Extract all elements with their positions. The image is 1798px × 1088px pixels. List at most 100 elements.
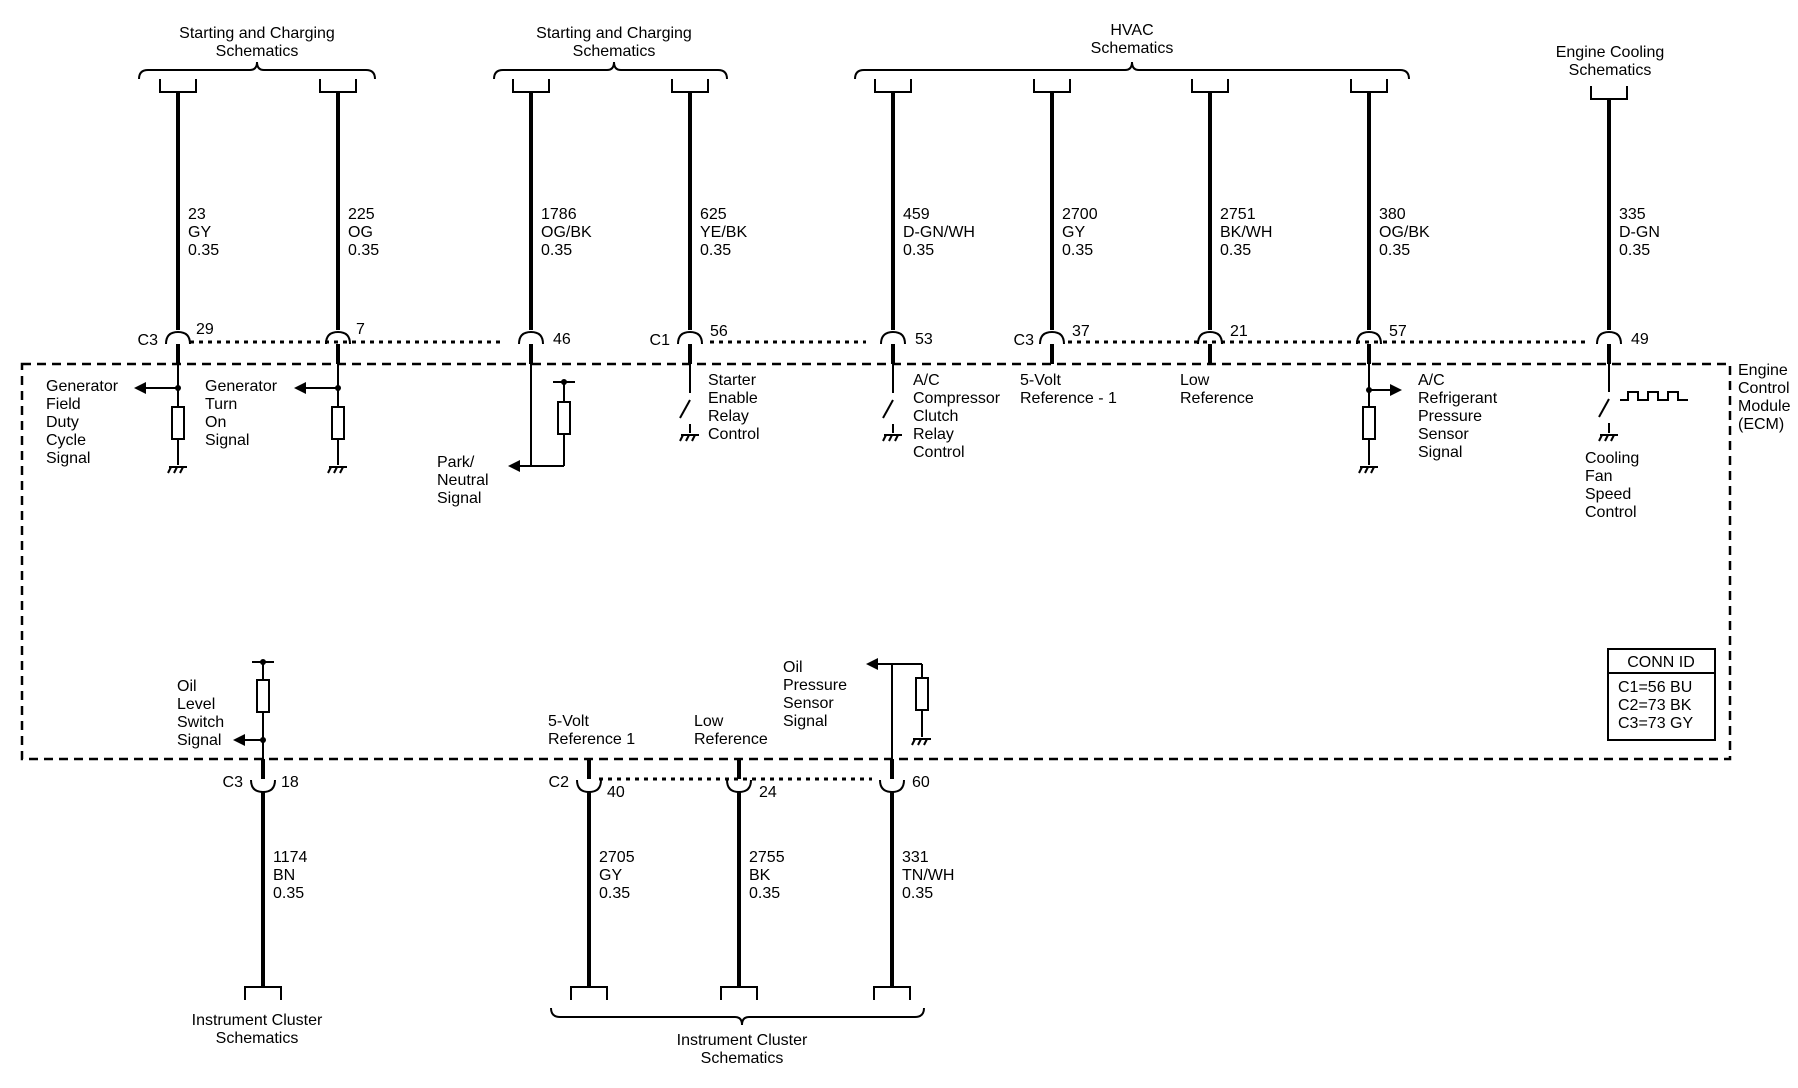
svg-text:Starting and Charging: Starting and Charging <box>536 25 692 42</box>
terminal-socket <box>873 986 911 1000</box>
svg-text:Reference - 1: Reference - 1 <box>1020 390 1117 407</box>
header-instrument-cluster-2: Instrument Cluster Schematics <box>550 1007 925 1067</box>
svg-text:BK/WH: BK/WH <box>1220 224 1272 241</box>
terminal-socket <box>1350 79 1388 93</box>
arrow-left-icon <box>134 382 146 394</box>
svg-text:Oil: Oil <box>783 659 803 676</box>
connector-pin <box>576 779 602 794</box>
svg-text:Refrigerant: Refrigerant <box>1418 390 1498 407</box>
resistor-icon <box>331 406 345 440</box>
svg-text:(ECM): (ECM) <box>1738 416 1784 433</box>
svg-text:Compressor: Compressor <box>913 390 1001 407</box>
svg-text:Level: Level <box>177 696 215 713</box>
resistor-icon <box>915 677 929 711</box>
svg-text:0.35: 0.35 <box>902 885 933 902</box>
svg-text:HVAC: HVAC <box>1110 22 1153 39</box>
svg-text:56: 56 <box>710 323 728 340</box>
arrow-left-icon <box>294 382 306 394</box>
header-brace <box>550 1007 925 1026</box>
header-brace <box>854 61 1410 80</box>
svg-text:Duty: Duty <box>46 414 79 431</box>
svg-text:CONN ID: CONN ID <box>1627 654 1695 671</box>
svg-text:C2=73 BK: C2=73 BK <box>1618 697 1692 714</box>
svg-text:Enable: Enable <box>708 390 758 407</box>
svg-text:Instrument Cluster: Instrument Cluster <box>677 1032 808 1049</box>
svg-text:Sensor: Sensor <box>1418 426 1469 443</box>
svg-text:2755: 2755 <box>749 849 785 866</box>
svg-text:Signal: Signal <box>205 432 249 449</box>
svg-text:OG: OG <box>348 224 373 241</box>
connector-pin <box>1356 330 1382 345</box>
svg-text:Control: Control <box>913 444 965 461</box>
terminal-socket <box>720 986 758 1000</box>
circuit-oil-level: Oil Level Switch Signal <box>177 659 274 779</box>
svg-text:21: 21 <box>1230 323 1248 340</box>
svg-text:BN: BN <box>273 867 295 884</box>
resistor-icon <box>171 406 185 440</box>
svg-text:Low: Low <box>1180 372 1210 389</box>
svg-text:Neutral: Neutral <box>437 472 489 489</box>
svg-text:Generator: Generator <box>46 378 119 395</box>
svg-text:2705: 2705 <box>599 849 635 866</box>
svg-text:Oil: Oil <box>177 678 197 695</box>
header-brace <box>493 61 728 80</box>
svg-text:OG/BK: OG/BK <box>541 224 592 241</box>
svg-text:0.35: 0.35 <box>1062 242 1093 259</box>
svg-text:0.35: 0.35 <box>599 885 630 902</box>
circuit-ac-compressor: A/C Compressor Clutch Relay Control <box>882 344 1001 461</box>
svg-text:Instrument Cluster: Instrument Cluster <box>192 1012 323 1029</box>
svg-text:Relay: Relay <box>708 408 749 425</box>
connector-pin <box>726 779 752 794</box>
terminal-socket <box>874 79 912 93</box>
svg-text:0.35: 0.35 <box>348 242 379 259</box>
wire-335: 335 D-GN 0.35 49 <box>1590 86 1660 348</box>
pwm-signal-icon <box>1620 391 1688 401</box>
resistor-icon <box>256 679 270 713</box>
svg-text:Starter: Starter <box>708 372 757 389</box>
svg-text:A/C: A/C <box>913 372 940 389</box>
svg-text:Signal: Signal <box>783 713 827 730</box>
svg-text:A/C: A/C <box>1418 372 1445 389</box>
wire-225: 225 OG 0.35 7 <box>319 79 379 345</box>
circuit-cooling-fan: Cooling Fan Speed Control <box>1585 344 1688 521</box>
svg-text:40: 40 <box>607 784 625 801</box>
circuit-starter-enable: Starter Enable Relay Control <box>679 344 760 443</box>
svg-text:Reference: Reference <box>694 731 768 748</box>
ecm-module-label: Engine Control Module (ECM) <box>1738 362 1791 433</box>
ground-icon <box>1598 434 1618 442</box>
wire-2705: C2 40 2705 GY 0.35 <box>549 774 635 1000</box>
svg-text:Relay: Relay <box>913 426 954 443</box>
svg-text:Sensor: Sensor <box>783 695 834 712</box>
ground-icon <box>679 434 699 442</box>
wire-2700: 2700 GY 0.35 C3 37 <box>1014 79 1098 349</box>
svg-text:2700: 2700 <box>1062 206 1098 223</box>
header-brace <box>138 61 376 80</box>
svg-text:C1=56 BU: C1=56 BU <box>1618 679 1692 696</box>
wire-459: 459 D-GN/WH 0.35 53 <box>874 79 975 348</box>
arrow-left-icon <box>233 734 245 746</box>
svg-text:23: 23 <box>188 206 206 223</box>
svg-text:Pressure: Pressure <box>1418 408 1482 425</box>
header-starting-charging-1: Starting and Charging Schematics <box>138 25 376 80</box>
ground-icon <box>1358 466 1378 474</box>
wire-2751: 2751 BK/WH 0.35 21 <box>1191 79 1272 345</box>
wire-1786: 1786 OG/BK 0.35 46 <box>512 79 592 348</box>
svg-text:225: 225 <box>348 206 375 223</box>
ground-icon <box>911 738 931 746</box>
svg-text:GY: GY <box>188 224 211 241</box>
svg-text:Schematics: Schematics <box>216 1030 299 1047</box>
svg-text:37: 37 <box>1072 323 1090 340</box>
svg-text:Fan: Fan <box>1585 468 1613 485</box>
arrow-left-icon <box>508 460 520 472</box>
terminal-socket <box>244 986 282 1000</box>
svg-text:0.35: 0.35 <box>749 885 780 902</box>
terminal-socket <box>671 79 709 93</box>
arrow-right-icon <box>1390 384 1402 396</box>
header-engine-cooling: Engine Cooling Schematics <box>1556 44 1665 79</box>
connector-pin <box>250 779 276 794</box>
svg-text:Signal: Signal <box>177 732 221 749</box>
connector-pin <box>1197 330 1223 345</box>
svg-text:0.35: 0.35 <box>1379 242 1410 259</box>
svg-text:Signal: Signal <box>46 450 90 467</box>
wire-1174: C3 18 1174 BN 0.35 <box>223 774 308 1000</box>
